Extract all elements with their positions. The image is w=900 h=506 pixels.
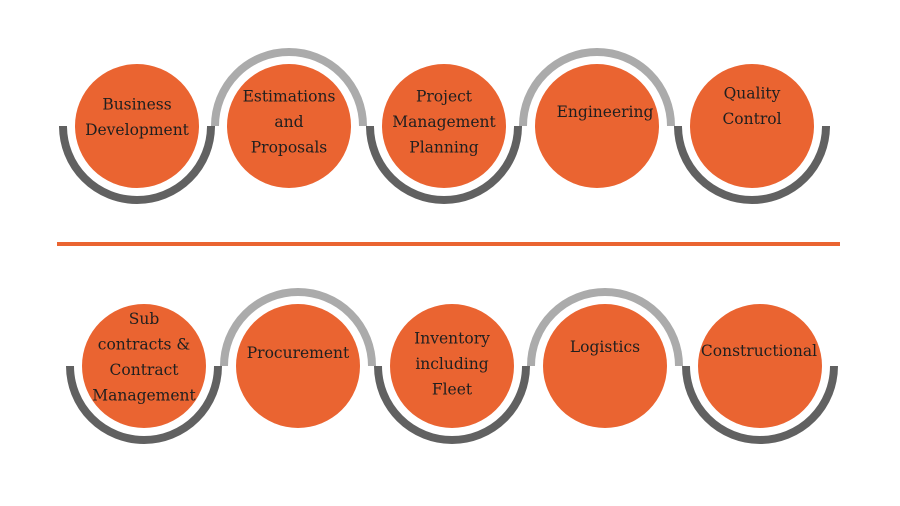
step-circle-estimations-and-proposals xyxy=(227,64,351,188)
step-label-business-development: Development xyxy=(85,121,190,139)
step-label-inventory-including-fleet: Fleet xyxy=(432,381,473,399)
step-circle-sub-contracts-and-contract-management xyxy=(82,304,206,428)
step-label-inventory-including-fleet: Inventory xyxy=(414,330,490,348)
bottom-arc-business-development xyxy=(59,125,215,204)
step-label-project-management-planning: Project xyxy=(416,88,473,106)
top-arc-estimations-and-proposals xyxy=(211,48,367,127)
step-label-estimations-and-proposals: Proposals xyxy=(251,139,328,157)
step-circle-project-management-planning xyxy=(382,64,506,188)
step-label-engineering: Engineering xyxy=(557,103,654,121)
step-label-inventory-including-fleet: including xyxy=(415,355,488,373)
step-label-quality-control: Control xyxy=(722,110,781,128)
top-arc-engineering xyxy=(519,48,675,127)
step-label-project-management-planning: Management xyxy=(392,113,496,131)
step-label-quality-control: Quality xyxy=(724,84,781,102)
step-label-logistics: Logistics xyxy=(570,338,640,356)
step-label-estimations-and-proposals: Estimations xyxy=(243,88,336,106)
step-circle-engineering xyxy=(535,64,659,188)
step-label-sub-contracts-and-contract-management: contracts & xyxy=(98,335,191,353)
step-circle-procurement xyxy=(236,304,360,428)
bottom-arc-sub-contracts-and-contract-management xyxy=(66,365,222,444)
step-label-sub-contracts-and-contract-management: Contract xyxy=(110,361,180,379)
step-circle-business-development xyxy=(75,64,199,188)
step-label-project-management-planning: Planning xyxy=(409,139,479,157)
step-label-business-development: Business xyxy=(102,95,171,113)
step-label-sub-contracts-and-contract-management: Sub xyxy=(129,310,160,328)
bottom-arc-quality-control xyxy=(674,125,830,204)
step-circle-logistics xyxy=(543,304,667,428)
step-label-constructional: Constructional xyxy=(701,342,817,360)
step-label-procurement: Procurement xyxy=(247,344,350,362)
bottom-arc-project-management-planning xyxy=(366,125,522,204)
step-label-sub-contracts-and-contract-management: Management xyxy=(92,386,196,404)
top-arc-procurement xyxy=(220,288,376,367)
step-circle-constructional xyxy=(698,304,822,428)
step-circle-quality-control xyxy=(690,64,814,188)
bottom-arc-constructional xyxy=(682,365,838,444)
step-label-estimations-and-proposals: and xyxy=(274,113,303,131)
bottom-arc-inventory-including-fleet xyxy=(374,365,530,444)
step-circle-inventory-including-fleet xyxy=(390,304,514,428)
top-arc-logistics xyxy=(527,288,683,367)
